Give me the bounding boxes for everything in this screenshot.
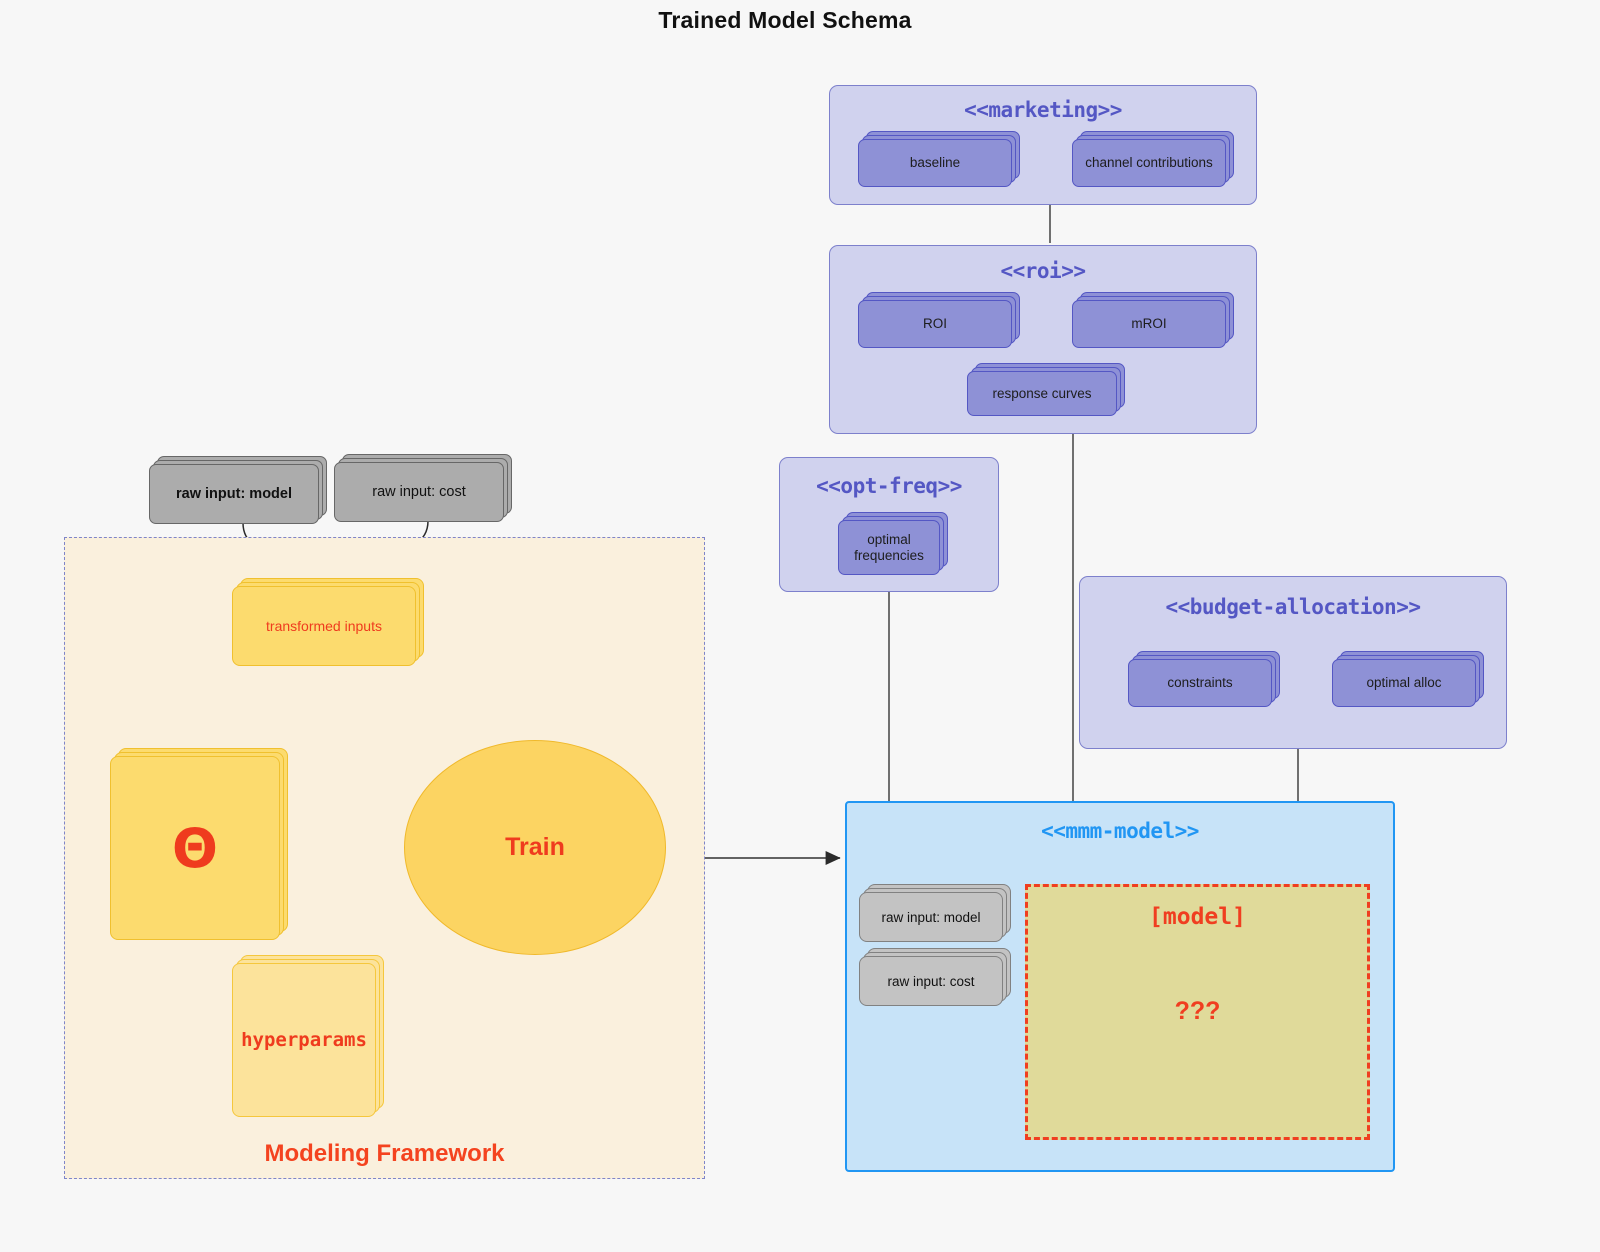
node-roi-label: ROI [858,300,1012,348]
package-marketing-title: <<marketing>> [964,98,1122,122]
modeling-framework-label: Modeling Framework [264,1140,505,1167]
node-transformed-inputs[interactable]: transformed inputs [232,578,424,666]
node-baseline[interactable]: baseline [858,131,1020,187]
mmm-raw-input-cost-box[interactable]: raw input: cost [859,948,1011,1006]
node-hyperparams[interactable]: hyperparams [232,955,384,1117]
node-response-curves-label: response curves [967,371,1117,416]
package-opt-freq-title: <<opt-freq>> [816,474,962,498]
node-response-curves[interactable]: response curves [967,363,1125,419]
mmm-raw-input-cost-label: raw input: cost [859,956,1003,1006]
node-optimal-frequencies[interactable]: optimal frequencies [838,512,948,575]
theta-symbol: Θ [172,816,218,880]
model-placeholder-title: [model] [1149,904,1246,930]
node-baseline-label: baseline [858,139,1012,187]
page-title: Trained Model Schema [658,7,912,33]
node-channel-contributions-label: channel contributions [1072,139,1226,187]
node-constraints-label: constraints [1128,659,1272,707]
node-theta[interactable]: Θ [110,748,288,940]
package-roi-title: <<roi>> [1000,259,1086,283]
node-optimal-alloc[interactable]: optimal alloc [1332,651,1484,707]
raw-input-model-box[interactable]: raw input: model [149,456,327,524]
node-theta-glyph: Θ [110,756,280,940]
package-mmm-model-title: <<mmm-model>> [1041,819,1199,843]
package-budget-allocation-title: <<budget-allocation>> [1165,595,1421,619]
train-node[interactable]: Train [404,740,666,955]
node-optimal-alloc-label: optimal alloc [1332,659,1476,707]
raw-input-cost-label: raw input: cost [334,462,504,522]
model-placeholder-body: ??? [1174,997,1221,1025]
raw-input-cost-box[interactable]: raw input: cost [334,454,512,522]
node-optimal-frequencies-label: optimal frequencies [838,520,940,575]
node-roi[interactable]: ROI [858,292,1020,348]
node-mroi-label: mROI [1072,300,1226,348]
node-constraints[interactable]: constraints [1128,651,1280,707]
node-channel-contributions[interactable]: channel contributions [1072,131,1234,187]
node-transformed-inputs-label: transformed inputs [232,586,416,666]
mmm-raw-input-model-label: raw input: model [859,892,1003,942]
model-placeholder-box[interactable]: [model] ??? [1025,884,1370,1140]
node-mroi[interactable]: mROI [1072,292,1234,348]
mmm-raw-input-model-box[interactable]: raw input: model [859,884,1011,942]
train-label: Train [505,833,565,861]
node-hyperparams-label: hyperparams [232,963,376,1117]
raw-input-model-label: raw input: model [149,464,319,524]
hyperparams-text: hyperparams [241,1029,367,1051]
